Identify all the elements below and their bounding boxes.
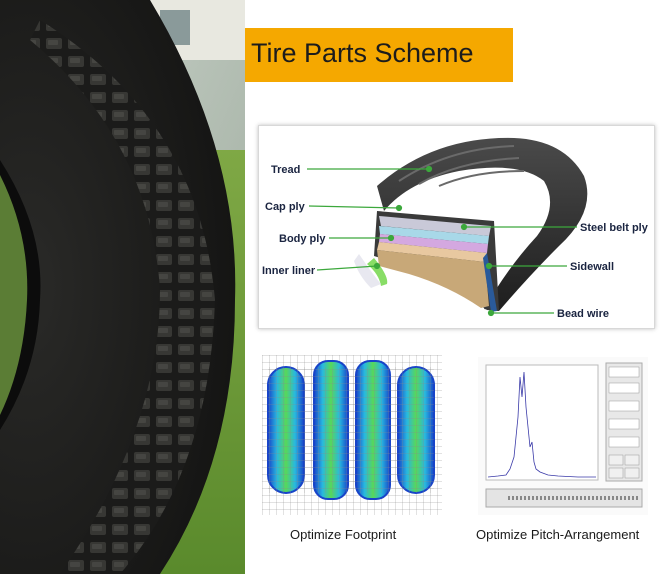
tire-scheme-panel: Tread Cap ply Body ply Inner liner Steel… <box>258 125 655 329</box>
label-cap-ply: Cap ply <box>265 201 306 213</box>
label-sidewall: Sidewall <box>570 261 614 273</box>
caption-footprint: Optimize Footprint <box>290 527 397 542</box>
label-bead-wire: Bead wire <box>557 308 609 320</box>
tire-photo <box>0 0 245 574</box>
footprint-image <box>262 355 442 515</box>
page-title: Tire Parts Scheme <box>251 38 474 68</box>
label-body-ply: Body ply <box>279 233 326 245</box>
pitch-arrangement-image <box>478 357 648 515</box>
label-inner-liner: Inner liner <box>262 265 316 277</box>
label-tread: Tread <box>271 164 300 176</box>
caption-pitch-arrangement: Optimize Pitch-Arrangement <box>476 527 640 542</box>
title-banner: Tire Parts Scheme <box>245 28 513 82</box>
tire-cross-section <box>354 137 588 312</box>
label-steel-belt-ply: Steel belt ply <box>580 222 649 234</box>
